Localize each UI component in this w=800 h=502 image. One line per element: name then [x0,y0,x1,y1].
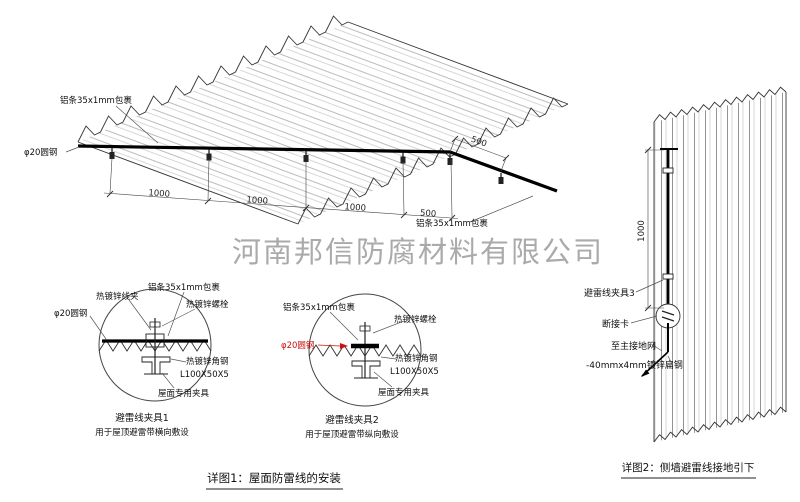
detail2-leader-aluminum [329,311,359,341]
detail2-label-angle-size: L100X50X5 [390,367,439,377]
caption-detail2: 详图2：侧墙避雷线接地引下 [621,461,756,479]
leader-round-steel [65,146,80,153]
roof-sheet [78,22,568,224]
dim-500: 500 [420,208,437,219]
detail2-clamp-assembly [351,322,381,379]
wall-label-disconnect: 断接卡 [602,318,629,330]
wall-label-to-ground: 至主接地网 [611,340,656,352]
disconnect-plate-b [661,316,675,322]
detail2-title: 避雷线夹具2 [325,414,379,426]
roof-bottom-corrugation-edge [297,97,569,225]
roof-top-corrugation-edge [77,15,349,143]
detail1-clamp-assembly [141,318,171,375]
wall-leader-clamp3 [635,279,664,293]
dimension-chain: 1000 1000 1000 500 [103,157,459,222]
wall-clamp-upper [662,167,674,174]
detail2-label-angle-steel: 热镀锌角钢 [395,353,438,364]
detail2-leader-angle-steel [380,356,397,360]
detail1-label-bolt: 热镀锌螺栓 [186,299,229,310]
detail2-label-round-steel: φ20圆钢 [281,340,314,351]
detail1-label-angle-steel: 热镀锌角钢 [186,356,229,367]
detail2-label-roof-clamp: 屋面专用夹具 [378,387,430,398]
leader-aluminum-top [115,105,159,144]
dimension-right-500: 500 [449,135,510,172]
detail2-label-bolt: 热镀锌螺栓 [394,314,437,325]
roof-left-edge [77,141,299,225]
caption2-text: 详图2：侧墙避雷线接地引下 [622,461,755,474]
detail2-label-aluminum: 铝条35x1mm包裹 [283,302,355,313]
label-aluminum-strip-top: 铝条35x1mm包裹 [60,95,132,106]
detail-circle-1: 热镀锌线夹 铝条35x1mm包裹 热镀锌螺栓 φ20圆钢 热镀锌角钢 L100X… [54,282,229,438]
detail2-leader-round-steel [317,344,341,347]
dim-1000-c: 1000 [344,202,366,213]
caption1-text: 详图1：屋面防雷线的安装 [207,471,341,485]
detail2-leader-bolt [372,320,405,334]
wall-elevation-diagram: 1000 避雷线夹具3 断接卡 至主接地网 -40mmx4mm镀锌扁钢 [584,86,787,443]
dim-1000-a: 1000 [148,188,170,199]
wall-label-clamp3: 避雷线夹具3 [584,287,635,299]
detail1-label-angle-size: L100X50X5 [180,370,229,380]
detail2-subtitle: 用于屋顶避雷带纵向敷设 [305,429,399,440]
detail1-label-wire-clamp: 热镀锌线夹 [96,291,139,302]
company-watermark: 河南邦信防腐材料有限公司 [232,235,604,269]
wall-bottom-corrugation-edge [653,406,787,443]
roof-right-edge [347,21,569,105]
leader-aluminum-bottom [469,195,534,223]
disconnect-plate-a [661,310,675,316]
detail1-leader-bolt [161,308,196,327]
wall-leader-flat-steel [667,355,673,365]
wall-leader-to-ground [652,344,663,352]
wall-clamp-lower [662,273,674,280]
caption-detail1: 详图1：屋面防雷线的安装 [206,471,343,490]
wall-top-corrugation-edge [653,86,787,123]
detail1-circle [98,288,212,402]
detail1-leader-roof-clamp [161,372,175,389]
detail2-circle [308,293,422,407]
ground-arrowhead [641,369,650,377]
wall-dimension: 1000 [637,146,664,312]
dim-1000-b: 1000 [246,195,268,206]
label-aluminum-strip-bottom: 铝条35x1mm包裹 [416,218,488,229]
wall-panel [654,92,786,442]
detail1-leader-angle-steel [170,358,187,363]
wall-dim-1000: 1000 [637,220,647,242]
detail1-leader-round-steel [89,315,107,340]
detail2-leader-roof-clamp [373,371,393,388]
detail1-subtitle: 用于屋顶避雷带横向敷设 [95,427,189,438]
detail2-round-steel-arrowhead [340,343,348,349]
detail-circle-2: 铝条35x1mm包裹 热镀锌螺栓 φ20圆钢 热镀锌角钢 L100X50X5 屋… [281,293,439,440]
detail1-leader-wire-clamp [128,299,152,331]
detail1-leader-aluminum [167,291,185,337]
detail1-label-roof-clamp: 屋面专用夹具 [158,388,210,399]
wall-leader-disconnect [630,315,658,324]
label-round-steel: φ20圆钢 [24,147,57,158]
detail1-title: 避雷线夹具1 [115,412,169,424]
detail1-label-round-steel: φ20圆钢 [54,308,87,319]
detail1-label-aluminum: 铝条35x1mm包裹 [148,282,220,293]
roof-isometric-diagram: 1000 1000 1000 500 500 铝条35x1mm包裹 φ20圆钢 … [24,15,569,229]
wall-label-flat-steel: -40mmx4mm镀锌扁钢 [586,359,683,371]
